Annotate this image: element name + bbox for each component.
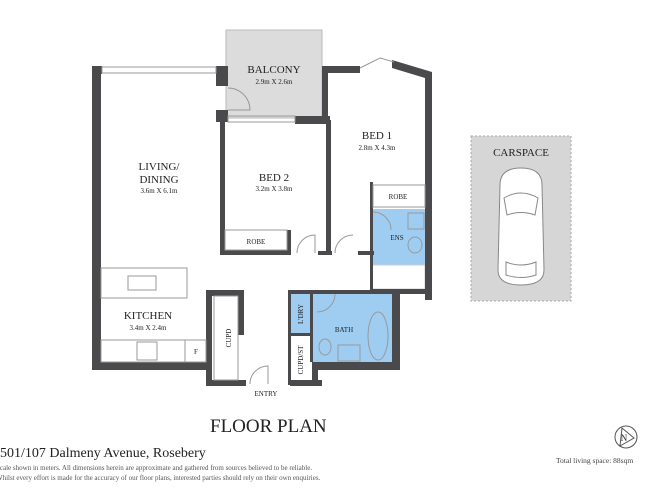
kitchen-label: KITCHEN bbox=[124, 310, 172, 322]
bath-area bbox=[313, 294, 392, 362]
living-window bbox=[101, 66, 217, 74]
bed1-label: BED 1 bbox=[362, 130, 392, 142]
bath-vanity bbox=[337, 344, 361, 362]
balcony-door-swing bbox=[227, 87, 251, 111]
property-address: 501/107 Dalmeny Avenue, Rosebery bbox=[0, 446, 206, 461]
north-compass-icon: N bbox=[614, 425, 638, 449]
bed2-window bbox=[227, 115, 296, 123]
balcony-area bbox=[225, 29, 323, 119]
robe1 bbox=[372, 184, 426, 208]
disclaimer-line-1: Scale shown in meters. All dimensions he… bbox=[0, 464, 313, 472]
laundry-area bbox=[290, 294, 312, 334]
total-living-space: Total living space: 88sqm bbox=[556, 456, 634, 465]
ensuite-area bbox=[372, 209, 425, 267]
bath-toilet bbox=[318, 338, 332, 356]
walls bbox=[92, 60, 432, 386]
bed2-label: BED 2 bbox=[259, 172, 289, 184]
ensuite-shower bbox=[371, 264, 426, 290]
kitchen-bench bbox=[100, 339, 207, 363]
bed1-window bbox=[359, 57, 395, 69]
cooktop bbox=[136, 341, 158, 361]
svg-text:N: N bbox=[621, 433, 628, 443]
robe2-label: ROBE bbox=[247, 238, 266, 246]
entry-door-swing bbox=[249, 365, 269, 385]
entry-label: ENTRY bbox=[255, 390, 278, 398]
bed2-size: 3.2m X 3.8m bbox=[256, 185, 294, 193]
ens-toilet bbox=[407, 236, 423, 254]
balcony-label: BALCONY bbox=[247, 64, 300, 76]
kitchen-size: 3.4m X 2.4m bbox=[130, 324, 168, 332]
page-title: FLOOR PLAN bbox=[210, 416, 327, 437]
car-icon bbox=[497, 167, 545, 286]
ens-basin bbox=[407, 212, 425, 230]
fridge-label: F bbox=[194, 348, 198, 356]
disclaimer-line-2: Whilst every effort is made for the accu… bbox=[0, 474, 321, 482]
cupd-st-label: CUPD/ST bbox=[297, 345, 305, 375]
bath-door-swing bbox=[316, 293, 336, 313]
living-label-1: LIVING/ bbox=[139, 161, 181, 173]
robe2 bbox=[224, 229, 288, 251]
bed2-door-swing bbox=[296, 234, 316, 254]
cupboard bbox=[213, 295, 239, 381]
laundry-label: L'DRY bbox=[297, 304, 305, 324]
cupd-label: CUPD bbox=[225, 329, 233, 348]
fridge-space bbox=[184, 339, 207, 363]
ens-door-swing bbox=[372, 211, 392, 231]
bathtub bbox=[367, 311, 389, 361]
kitchen-sink bbox=[127, 275, 157, 291]
ens-label: ENS bbox=[390, 234, 403, 242]
kitchen-island bbox=[100, 267, 188, 299]
balcony-size: 2.9m X 2.6m bbox=[256, 78, 294, 86]
living-size: 3.6m X 6.1m bbox=[141, 187, 179, 195]
living-label-2: DINING bbox=[139, 174, 178, 186]
robe1-label: ROBE bbox=[389, 193, 408, 201]
bed1-size: 2.8m X 4.3m bbox=[359, 144, 397, 152]
bed1-door-swing bbox=[334, 234, 354, 254]
carspace-label: CARSPACE bbox=[493, 147, 549, 159]
bath-label: BATH bbox=[335, 326, 353, 334]
